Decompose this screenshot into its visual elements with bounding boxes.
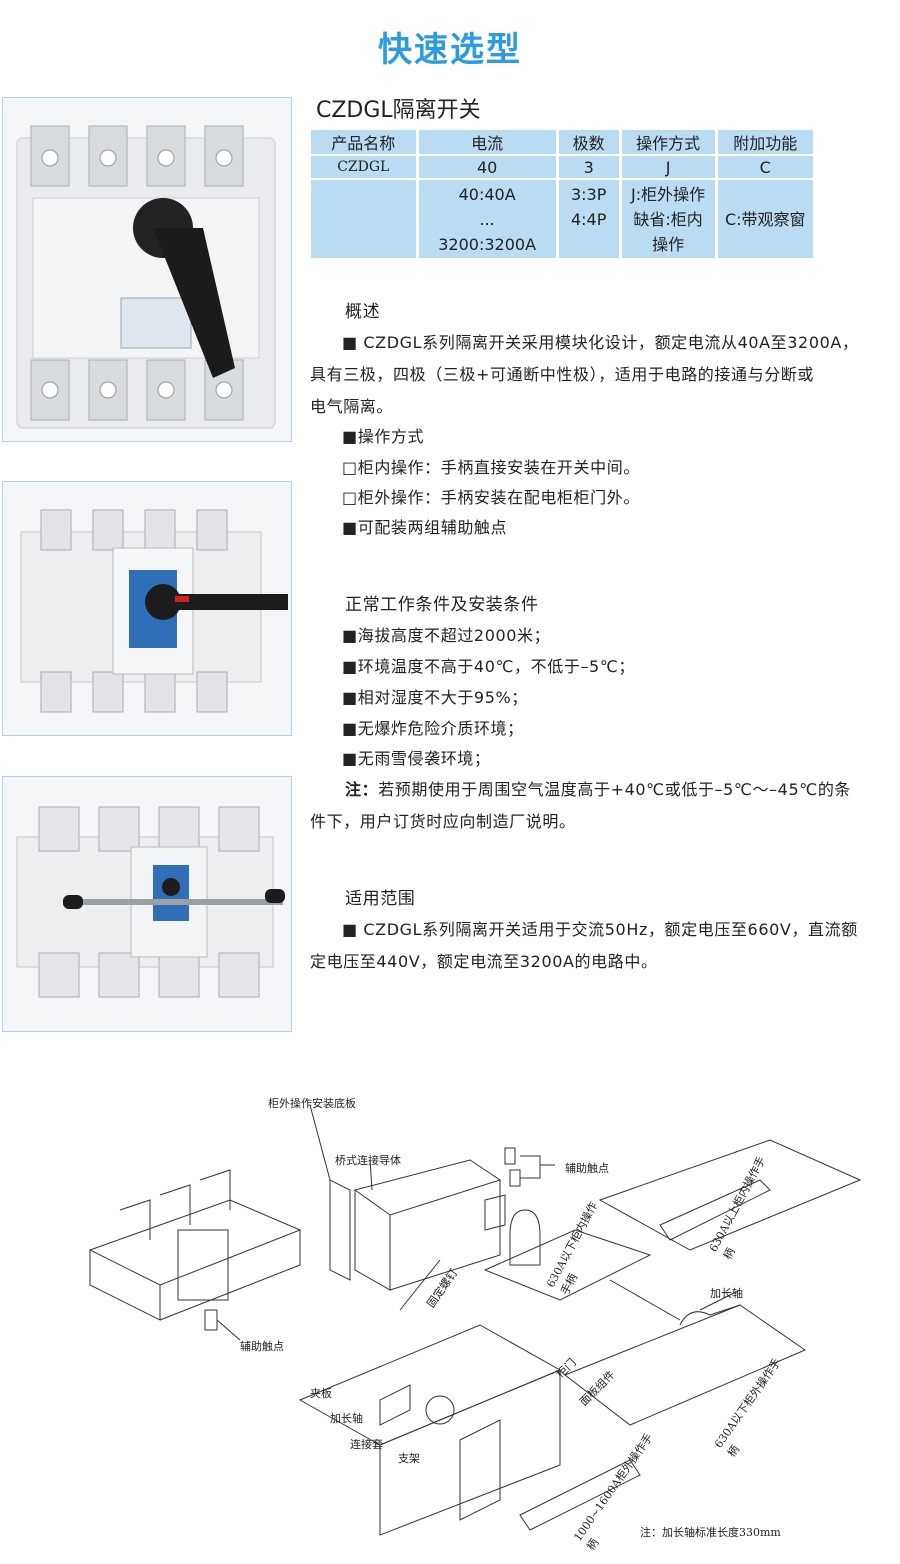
operation-item: □柜外操作：手柄安装在配电柜柜门外。 xyxy=(342,488,640,507)
label-aux-contact-left: 辅助触点 xyxy=(240,1340,284,1353)
operation-option: 缺省:柜内 xyxy=(633,209,703,229)
cell-operation: J xyxy=(621,156,715,178)
label-bridge-conductor: 桥式连接导体 xyxy=(335,1154,401,1167)
diagram-note: 注：加长轴标准长度330mm xyxy=(640,1526,781,1539)
cell-operation-options: J:柜外操作 缺省:柜内 操作 xyxy=(621,180,715,258)
label-mount-plate: 柜外操作安装底板 xyxy=(268,1097,356,1110)
condition-item: ■环境温度不高于40℃，不低于–5℃； xyxy=(342,657,635,676)
label-sleeve: 连接套 xyxy=(350,1438,383,1451)
header-current: 电流 xyxy=(418,130,556,154)
operation-option: 操作 xyxy=(652,234,685,254)
overview-para-line: 电气隔离。 xyxy=(310,397,394,416)
cell-extra: C xyxy=(717,156,813,178)
aux-contacts-note: ■可配装两组辅助触点 xyxy=(342,518,508,537)
spec-table-row-options: 40:40A ... 3200:3200A 3:3P 4:4P J:柜外操作 缺… xyxy=(311,180,813,258)
condition-item: ■无爆炸危险介质环境； xyxy=(342,719,524,738)
note-label: 注： xyxy=(345,780,379,799)
cell-poles: 3 xyxy=(558,156,619,178)
header-operation: 操作方式 xyxy=(621,130,715,154)
current-option: 3200:3200A xyxy=(438,234,537,254)
current-option: 40:40A xyxy=(458,184,516,204)
note-line: 件下，用户订货时应向制造厂说明。 xyxy=(310,812,576,831)
product-photo-2 xyxy=(2,481,292,736)
overview-heading: 概述 xyxy=(345,302,381,322)
label-bracket: 支架 xyxy=(398,1452,420,1465)
cell-poles-options: 3:3P 4:4P xyxy=(558,180,619,258)
poles-option: 3:3P xyxy=(570,185,607,204)
scope-line: 定电压至440V，额定电流至3200A的电路中。 xyxy=(310,952,658,971)
cell-current-options: 40:40A ... 3200:3200A xyxy=(418,180,556,258)
note-line: 注：若预期使用于周围空气温度高于+40℃或低于–5℃～–45℃的条 xyxy=(345,775,851,804)
label-ext-shaft: 加长轴 xyxy=(330,1412,363,1425)
product-photo-3 xyxy=(2,776,292,1032)
overview-para-line: 具有三极，四极（三极+可通断中性极），适用于电路的接通与分断或 xyxy=(310,365,815,384)
condition-item: ■相对湿度不大于95%； xyxy=(342,688,528,707)
header-poles: 极数 xyxy=(558,130,619,154)
label-aux-contact-top: 辅助触点 xyxy=(565,1162,609,1175)
cell-current: 40 xyxy=(418,156,556,178)
cell-extra-options: C:带观察窗 xyxy=(717,180,813,258)
header-extra: 附加功能 xyxy=(717,130,813,154)
current-option: ... xyxy=(479,209,495,229)
header-product: 产品名称 xyxy=(311,130,416,154)
operation-item: □柜内操作：手柄直接安装在开关中间。 xyxy=(342,458,640,477)
cell-blank xyxy=(311,180,416,258)
spec-table-header: 产品名称 电流 极数 操作方式 附加功能 xyxy=(311,130,813,154)
accessory-diagram: 柜外操作安装底板 桥式连接导体 辅助触点 辅助触点 630A以下柜内操作手柄 6… xyxy=(0,1080,900,1560)
operation-option: J:柜外操作 xyxy=(631,184,706,204)
operation-heading: ■操作方式 xyxy=(342,427,425,446)
scope-line: ■ CZDGL系列隔离开关适用于交流50Hz，额定电压至660V，直流额 xyxy=(342,920,858,939)
condition-item: ■海拔高度不超过2000米； xyxy=(342,626,551,645)
conditions-heading: 正常工作条件及安装条件 xyxy=(345,595,539,615)
note-text: 若预期使用于周围空气温度高于+40℃或低于–5℃～–45℃的条 xyxy=(378,780,852,799)
spec-table-row-example: CZDGL 40 3 J C xyxy=(311,156,813,178)
cell-product: CZDGL xyxy=(311,156,416,178)
spec-table: 产品名称 电流 极数 操作方式 附加功能 CZDGL 40 3 J C 40:4… xyxy=(308,128,816,260)
overview-para-line: ■ CZDGL系列隔离开关采用模块化设计，额定电流从40A至3200A， xyxy=(342,333,859,352)
condition-item: ■无雨雪侵袭环境； xyxy=(342,749,491,768)
product-title: CZDGL隔离开关 xyxy=(316,98,481,123)
page-title: 快速选型 xyxy=(378,30,522,70)
diagram-drawing xyxy=(88,1104,862,1536)
label-ext-shaft-right: 加长轴 xyxy=(710,1287,743,1300)
scope-heading: 适用范围 xyxy=(345,889,416,909)
label-clamp: 夹板 xyxy=(310,1387,332,1400)
product-photo-1 xyxy=(2,97,292,442)
poles-option: 4:4P xyxy=(570,210,607,229)
